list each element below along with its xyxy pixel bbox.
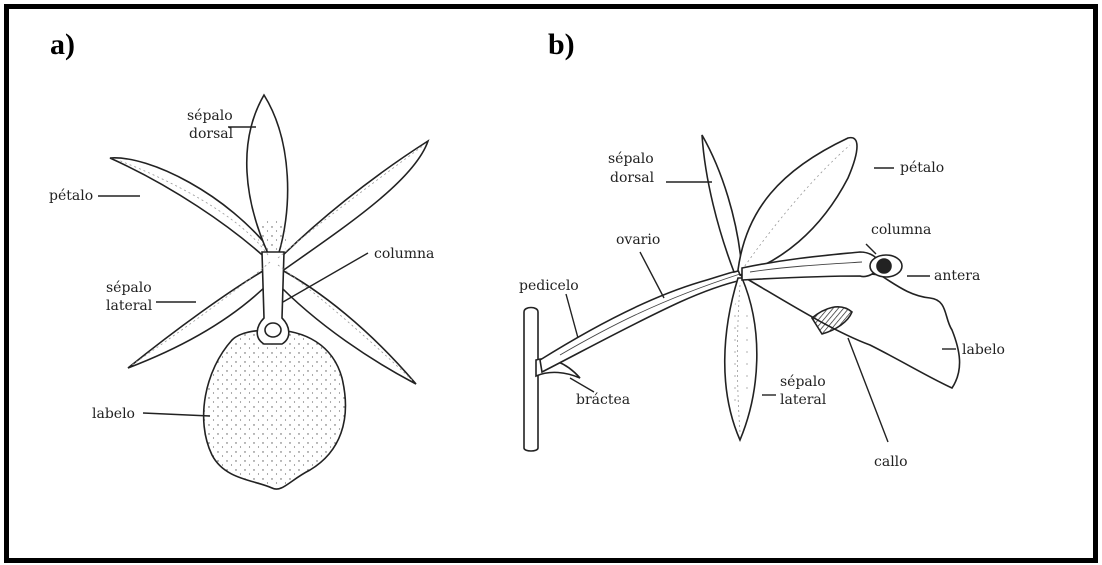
label-b-callo: callo (874, 454, 908, 470)
label-b-sepalo-lateral-2: lateral (780, 392, 827, 408)
label-b-bractea: bráctea (576, 392, 630, 408)
stem (524, 308, 538, 452)
dorsal-sepal-b (702, 135, 742, 272)
label-b-columna: columna (871, 222, 931, 238)
label-a-sepalo-dorsal-1: sépalo (187, 108, 233, 124)
label-a-petalo: pétalo (49, 188, 93, 204)
label-b-petalo: pétalo (900, 160, 944, 176)
label-a-sepalo-lateral-2: lateral (106, 298, 153, 314)
label-a-labelo: labelo (92, 406, 135, 422)
label-b-ovario: ovario (616, 232, 660, 248)
label-a-sepalo-dorsal-2: dorsal (189, 126, 234, 142)
label-b-labelo: labelo (962, 342, 1005, 358)
labellum-b (742, 271, 960, 388)
label-b-antera: antera (934, 268, 980, 284)
labellum (204, 330, 346, 489)
label-b-sepalo-lateral-1: sépalo (780, 374, 826, 390)
label-a-columna: columna (374, 246, 434, 262)
label-b-sepalo-dorsal-2: dorsal (610, 170, 655, 186)
label-a-sepalo-lateral-1: sépalo (106, 280, 152, 296)
label-b-pedicelo: pedicelo (519, 278, 579, 294)
label-b-sepalo-dorsal-1: sépalo (608, 151, 654, 167)
